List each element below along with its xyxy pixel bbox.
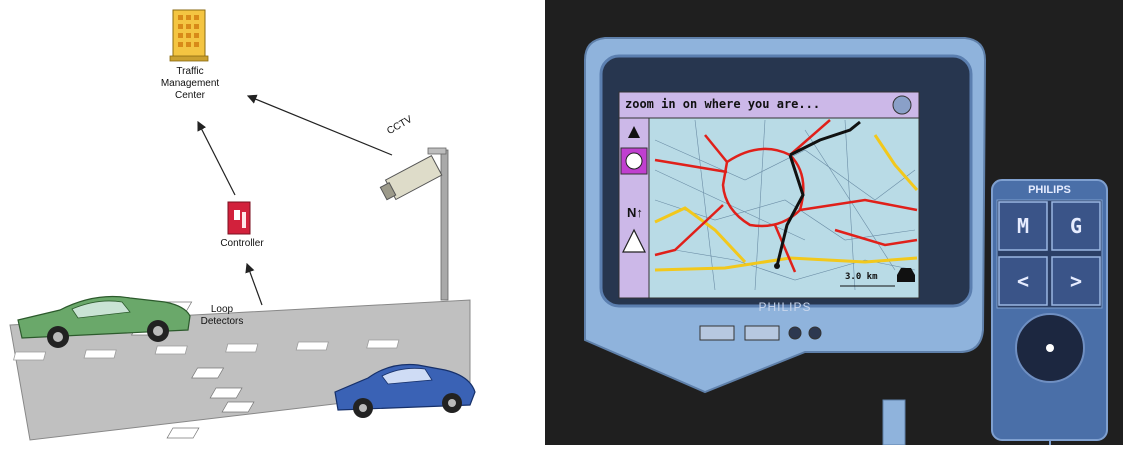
traffic-diagram: Traffic Management Center CCTV Controlle…: [0, 0, 545, 445]
scale-label: 3.0 km: [845, 272, 895, 282]
screen: [619, 92, 919, 298]
arrow-controller-to-tmc: [198, 122, 235, 195]
remote-button-right-label[interactable]: >: [1052, 269, 1100, 293]
building-icon: [170, 10, 208, 61]
traffic-diagram-svg: [0, 0, 545, 445]
device-brand-label: PHILIPS: [725, 300, 845, 314]
remote-button-g-label[interactable]: G: [1052, 214, 1100, 238]
mount-stand: [883, 400, 905, 445]
controller-icon: [228, 202, 250, 234]
arrow-cctv-to-tmc: [248, 96, 392, 155]
loop-detectors-label: Loop Detectors: [200, 304, 244, 328]
north-indicator: N↑: [623, 205, 647, 220]
remote-button-left-label[interactable]: <: [999, 269, 1047, 293]
remote-brand-label: PHILIPS: [997, 184, 1102, 196]
globe-icon: [893, 96, 911, 114]
cctv-camera-icon: [378, 148, 448, 300]
controller-label: Controller: [212, 238, 272, 250]
arrow-loop-to-controller: [247, 264, 262, 305]
remote-button-m-label[interactable]: M: [999, 214, 1047, 238]
navigation-device-photo: zoom in on where you are... N↑ 3.0 km PH…: [545, 0, 1123, 445]
tmc-label: Traffic Management Center: [150, 66, 230, 102]
screen-header-text: zoom in on where you are...: [625, 97, 875, 111]
